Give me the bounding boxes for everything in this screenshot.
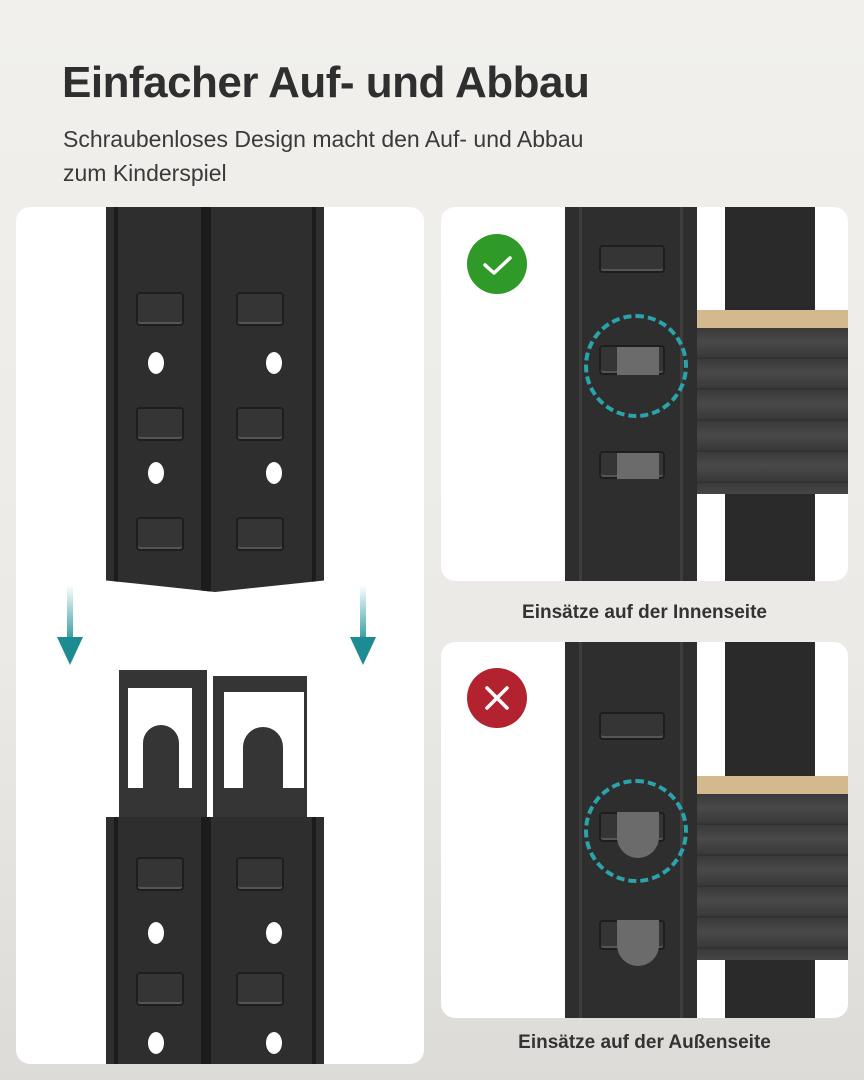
checkmark-icon xyxy=(467,234,527,294)
caption-outer: Einsätze auf der Außenseite xyxy=(518,1032,771,1053)
correct-inner-inserts-card xyxy=(441,207,848,581)
shelf-board xyxy=(697,776,848,794)
highlight-circle xyxy=(584,779,688,883)
page-title: Einfacher Auf- und Abbau xyxy=(62,58,590,107)
post-connector xyxy=(119,670,307,830)
lower-post xyxy=(106,817,324,1064)
page-subtitle: Schraubenloses Design macht den Auf- und… xyxy=(63,126,584,186)
shelf-beam xyxy=(697,794,848,960)
assembly-illustration-card xyxy=(16,207,424,1064)
caption-inner: Einsätze auf der Innenseite xyxy=(522,602,767,623)
shelf-board xyxy=(697,310,848,328)
upper-post xyxy=(106,207,324,592)
incorrect-outer-inserts-card xyxy=(441,642,848,1018)
highlight-circle xyxy=(584,314,688,418)
cross-icon xyxy=(467,668,527,728)
shelf-beam xyxy=(697,328,848,494)
